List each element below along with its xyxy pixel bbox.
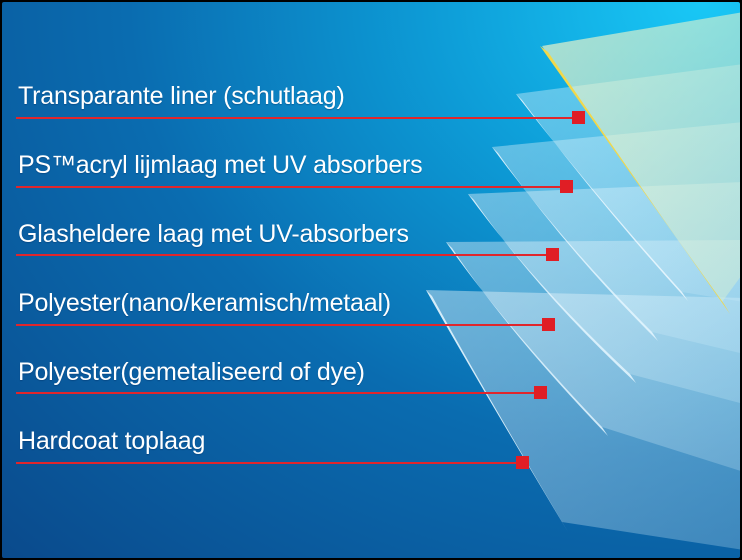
marker-hardcoat: [516, 456, 529, 469]
layer-label-polyester-dye: Polyester(gemetaliseerd of dye): [18, 358, 365, 386]
leader-line-clear: [16, 254, 553, 256]
layer-label-polyester-nano: Polyester(nano/keramisch/metaal): [18, 289, 391, 317]
layer-label-adhesive: PS™acryl lijmlaag met UV absorbers: [18, 151, 423, 179]
leader-line-liner: [16, 117, 579, 119]
layer-label-liner: Transparante liner (schutlaag): [18, 82, 345, 110]
marker-clear: [546, 248, 559, 261]
marker-adhesive: [560, 180, 573, 193]
marker-polyester-dye: [534, 386, 547, 399]
marker-liner: [572, 111, 585, 124]
leader-line-polyester-nano: [16, 324, 549, 326]
leader-line-polyester-dye: [16, 392, 541, 394]
layer-label-hardcoat: Hardcoat toplaag: [18, 427, 206, 455]
layer-sheet-liner: [540, 12, 740, 314]
marker-polyester-nano: [542, 318, 555, 331]
leader-line-hardcoat: [16, 462, 523, 464]
leader-line-adhesive: [16, 186, 567, 188]
layer-label-clear: Glasheldere laag met UV-absorbers: [18, 220, 409, 248]
